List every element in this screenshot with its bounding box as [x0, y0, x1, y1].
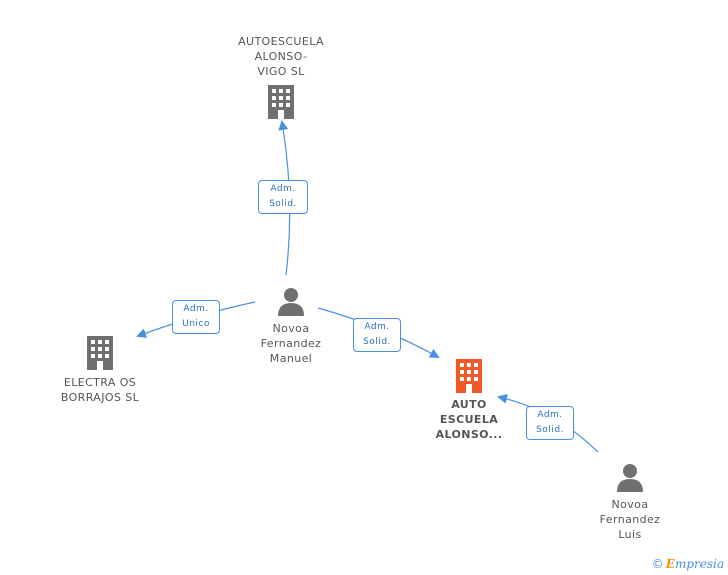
- node-autoescuela-alonso-vigo[interactable]: AUTOESCUELA ALONSO- VIGO SL: [231, 34, 331, 119]
- node-label-line: Luis: [618, 528, 642, 541]
- role-badge-luis-main[interactable]: Adm. Solid.: [526, 406, 574, 440]
- node-label-line: Fernandez: [260, 337, 322, 350]
- node-auto-escuela-alonso-main[interactable]: AUTO ESCUELA ALONSO...: [419, 357, 519, 442]
- brand-name: mpresia: [674, 557, 724, 571]
- node-label-line: ALONSO...: [435, 428, 503, 441]
- badge-line: Adm.: [270, 184, 296, 194]
- person-icon: [617, 464, 643, 492]
- badge-line: Unico: [182, 319, 210, 329]
- badge-line: Solid.: [269, 199, 297, 209]
- node-label-line: Manuel: [269, 352, 313, 365]
- empresia-logo[interactable]: ©Empresia: [652, 557, 724, 571]
- node-label-line: AUTO: [451, 398, 487, 411]
- brand-initial: E: [665, 557, 675, 571]
- node-label-line: BORRAJOS SL: [60, 391, 140, 404]
- node-label-line: Fernandez: [599, 513, 661, 526]
- role-badge-manuel-vigo[interactable]: Adm. Solid.: [258, 180, 308, 214]
- building-icon: [87, 336, 113, 370]
- badge-line: Adm.: [364, 322, 390, 332]
- node-label-line: ESCUELA: [439, 413, 499, 426]
- node-label-line: AUTOESCUELA: [238, 35, 324, 48]
- node-label-line: VIGO SL: [257, 65, 305, 78]
- role-badge-manuel-main[interactable]: Adm. Solid.: [353, 318, 401, 352]
- building-icon: [268, 85, 294, 119]
- node-label-line: Novoa: [272, 322, 310, 335]
- node-label-line: Novoa: [611, 498, 649, 511]
- person-icon: [278, 288, 304, 316]
- node-label-line: ALONSO-: [254, 50, 308, 63]
- node-novoa-fernandez-manuel[interactable]: Novoa Fernandez Manuel: [241, 286, 341, 366]
- role-badge-manuel-electra[interactable]: Adm. Unico: [172, 300, 220, 334]
- badge-line: Adm.: [537, 410, 563, 420]
- building-icon: [456, 359, 482, 393]
- badge-line: Adm.: [183, 304, 209, 314]
- node-electra-os-borrajos[interactable]: ELECTRA OS BORRAJOS SL: [50, 334, 150, 405]
- node-label-line: ELECTRA OS: [63, 376, 137, 389]
- copyright-symbol: ©: [651, 557, 664, 571]
- badge-line: Solid.: [536, 425, 564, 435]
- badge-line: Solid.: [363, 337, 391, 347]
- node-novoa-fernandez-luis[interactable]: Novoa Fernandez Luis: [582, 462, 678, 542]
